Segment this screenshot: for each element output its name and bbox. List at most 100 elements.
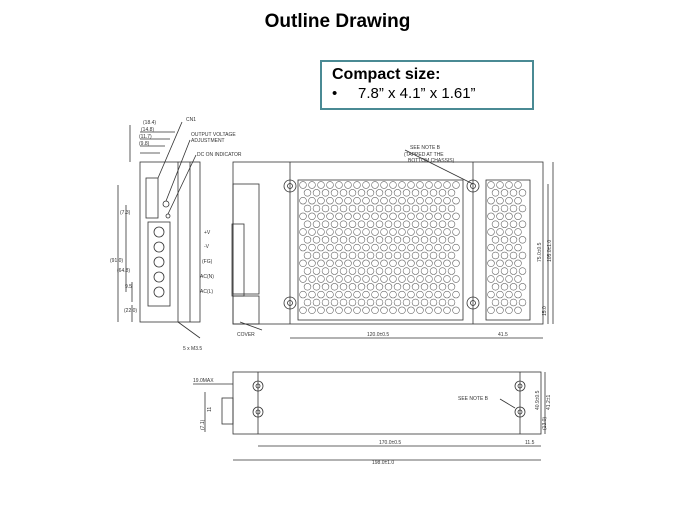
dim-7-1: (7.1) [200, 419, 206, 430]
vent-hole [344, 275, 352, 283]
vent-hole [416, 290, 424, 299]
vent-hole [375, 236, 384, 244]
vent-hole [505, 290, 513, 299]
label-see-note-b-bottom: SEE NOTE B [458, 396, 489, 402]
vent-hole [420, 236, 429, 244]
vent-hole [344, 197, 352, 205]
vent-hole [416, 243, 424, 252]
vent-hole [434, 290, 442, 299]
vent-hole [443, 228, 451, 236]
vent-hole [353, 275, 361, 283]
dim-170: 170.0±0.5 [379, 440, 401, 446]
vent-hole [407, 275, 415, 283]
vent-hole [321, 267, 330, 275]
vent-hole [500, 189, 509, 197]
vent-area-main [297, 179, 464, 321]
vent-hole [491, 251, 500, 260]
vent-hole [362, 290, 370, 299]
vent-hole [330, 267, 339, 275]
vent-hole [321, 298, 330, 307]
vent-hole [452, 197, 460, 205]
vent-hole [398, 212, 406, 221]
vent-hole [317, 228, 325, 236]
vent-hole [348, 251, 357, 260]
vent-hole [407, 290, 415, 299]
vent-hole [420, 283, 429, 291]
top-view-labels: SEE NOTE B (TAPPED AT THE BOTTOM CHASSIS… [200, 145, 553, 338]
vent-hole [303, 298, 312, 307]
vent-hole [389, 197, 397, 205]
vent-hole [411, 236, 420, 244]
terminal-label-4: AC(N) [200, 274, 214, 280]
vent-hole [402, 283, 411, 291]
vent-hole [371, 290, 379, 299]
vent-hole [357, 236, 366, 244]
vent-hole [335, 228, 343, 236]
vent-hole [326, 290, 334, 299]
vent-hole [509, 189, 518, 197]
vent-hole [357, 298, 366, 307]
vent-hole [402, 267, 411, 275]
vent-hole [330, 220, 339, 228]
terminal-label-2: -V [204, 244, 210, 250]
label-tapped-1: (TAPPED AT THE [404, 152, 444, 158]
vent-hole [518, 220, 527, 228]
vent-hole [420, 298, 429, 307]
terminal-label-5: AC(L) [200, 289, 213, 295]
vent-hole [514, 290, 522, 299]
vent-hole [420, 204, 429, 213]
vent-hole [330, 251, 339, 260]
vent-hole [393, 251, 402, 260]
bullet-icon: • [332, 85, 338, 102]
vent-hole [429, 220, 438, 228]
vent-hole [335, 306, 343, 314]
vent-hole [362, 181, 370, 189]
vent-area-side [485, 179, 531, 321]
vent-holes [299, 181, 527, 314]
front-view-labels: SEE NOTE B 19.0MAX 11 (7.1) 170.0±0.5 11… [193, 378, 552, 466]
vent-hole [308, 306, 316, 314]
vent-hole [384, 298, 393, 307]
vent-hole [380, 212, 388, 221]
vent-hole [496, 290, 504, 299]
vent-hole [491, 220, 500, 228]
vent-hole [509, 283, 518, 291]
vent-hole [443, 212, 451, 221]
dim-11: 11 [207, 407, 213, 412]
vent-hole [371, 197, 379, 205]
vent-hole [362, 275, 370, 283]
vent-hole [438, 267, 447, 275]
vent-hole [443, 306, 451, 314]
vent-hole [339, 298, 348, 307]
vent-hole [362, 306, 370, 314]
vent-hole [317, 275, 325, 283]
vent-hole [452, 212, 460, 221]
vent-hole [362, 197, 370, 205]
dim-198: 198.0±1.0 [372, 460, 394, 466]
vent-hole [348, 220, 357, 228]
cover-area [232, 295, 260, 325]
vent-hole [317, 243, 325, 252]
vent-hole [491, 204, 500, 213]
vent-hole [389, 290, 397, 299]
vent-hole [344, 228, 352, 236]
vent-hole [344, 212, 352, 221]
vent-hole [344, 306, 352, 314]
vent-hole [429, 267, 438, 275]
front-view-body [232, 371, 542, 435]
vent-hole [353, 243, 361, 252]
vent-hole [398, 259, 406, 267]
vent-hole [420, 267, 429, 275]
vent-hole [411, 267, 420, 275]
vent-hole [308, 197, 316, 205]
vent-hole [425, 275, 433, 283]
vent-hole [326, 181, 334, 189]
vent-hole [429, 251, 438, 260]
vent-hole [380, 290, 388, 299]
vent-hole [487, 259, 495, 267]
vent-hole [443, 243, 451, 252]
vent-hole [362, 259, 370, 267]
vent-hole [505, 243, 513, 252]
compact-size-callout: Compact size: •7.8” x 4.1” x 1.61” [320, 60, 534, 110]
